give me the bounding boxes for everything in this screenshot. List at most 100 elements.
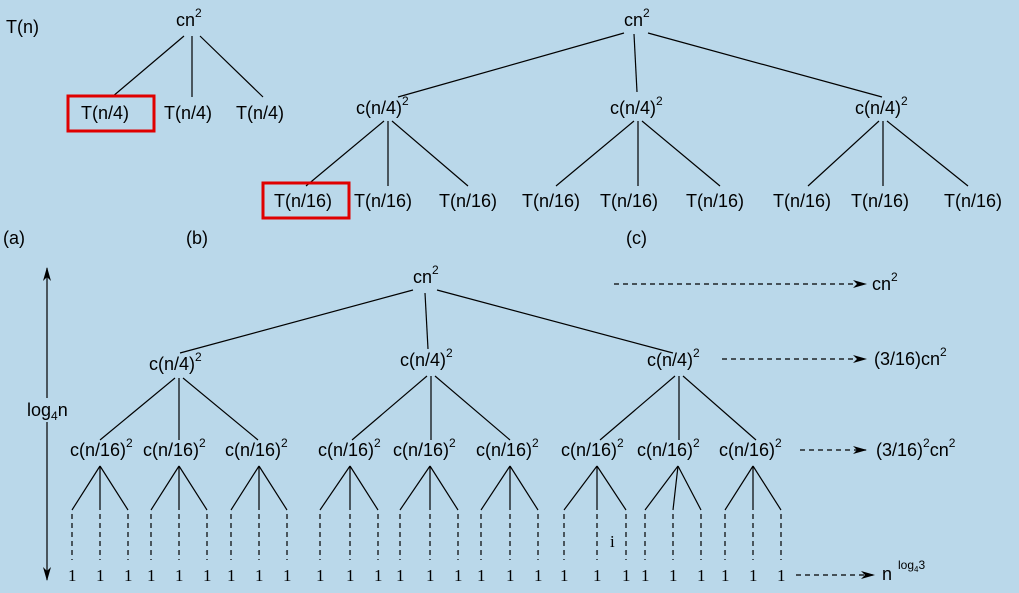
leaf-one: 1 (346, 566, 355, 585)
leaf-one: 1 (283, 566, 292, 585)
leaf-fan-edge (677, 465, 702, 511)
leaf-one: 1 (255, 566, 264, 585)
tree-c-edge (807, 120, 880, 187)
leaf-one: 1 (68, 566, 77, 585)
tree-c-leaf: T(n/16) (522, 191, 580, 211)
tree-d-level1-node: c(n/4)2 (149, 350, 202, 374)
leaf-one: 1 (669, 566, 678, 585)
leaf-one: 1 (477, 566, 486, 585)
leaf-one: 1 (96, 566, 105, 585)
highlight-box-b (66, 94, 156, 133)
tree-c-leaf: T(n/16) (600, 191, 658, 211)
leaf-fan-edge (752, 465, 782, 511)
leaf-fan-edge (724, 465, 754, 511)
tree-d-level2-node: c(n/16)2 (318, 436, 381, 460)
tree-c-leaf: T(n/16) (686, 191, 744, 211)
leaf-one: 1 (147, 566, 156, 585)
highlight-box-c (261, 181, 351, 220)
leaf-fan-edge (399, 465, 431, 511)
tree-b-child: T(n/4) (164, 103, 212, 123)
tree-c-level1-node: c(n/4)2 (610, 94, 663, 118)
tree-d-level2-node: c(n/16)2 (637, 436, 700, 460)
tree-c-edge (647, 32, 883, 98)
tree-d-edge (434, 375, 511, 441)
leaf-fan-edge (429, 465, 459, 511)
tree-b-edge (199, 35, 264, 98)
leaf-fan-edge (319, 465, 351, 511)
leaf-fan-edge (71, 465, 101, 511)
tree-c-edge (633, 33, 638, 93)
leaf-fan-edge (509, 465, 539, 511)
tree-b-root: cn2 (176, 6, 202, 30)
leaf-fan-edges (71, 465, 782, 560)
leaf-one: 1 (749, 566, 758, 585)
leaf-fan-edge (349, 465, 379, 511)
tree-c-leaf: T(n/16) (439, 191, 497, 211)
tree-c-leaf: T(n/16) (773, 191, 831, 211)
leaf-fan-edge (480, 465, 511, 511)
leaf-one: 1 (454, 566, 463, 585)
tree-d-level2-node: c(n/16)2 (225, 436, 288, 460)
tree-c-edge (391, 120, 469, 187)
tree-d-level1-node: c(n/4)2 (647, 346, 700, 370)
tree-d-edge (99, 377, 176, 441)
leaf-one: 1 (316, 566, 325, 585)
tree-d-level2-node: c(n/16)2 (561, 436, 624, 460)
tree-d-level2-node: c(n/16)2 (143, 436, 206, 460)
leaf-one: 1 (721, 566, 730, 585)
tree-b-child: T(n/4) (236, 103, 284, 123)
tree-c-edge (641, 120, 721, 187)
tree-d-edge (599, 375, 676, 441)
tree-b-child: T(n/4) (81, 103, 129, 123)
leaf-one: 1 (175, 566, 184, 585)
leaf-fan-edge (644, 465, 679, 511)
tree-d-edge (436, 289, 674, 354)
leaf-one: 1 (641, 566, 650, 585)
leaf-fan-edge (150, 465, 180, 511)
leaf-fan-edge (258, 465, 288, 511)
part-label-c: (c) (626, 228, 647, 248)
tree-c-level1-node: c(n/4)2 (855, 94, 908, 118)
tree-c-leaf: T(n/16) (944, 191, 1002, 211)
tree-c-leaf: T(n/16) (354, 191, 412, 211)
tree-c-edge (555, 120, 635, 187)
tree-d-edge (682, 375, 757, 441)
leaf-fan-edge (672, 465, 679, 511)
cost-level-0: cn2 (872, 270, 898, 294)
tree-c-leaf: T(n/16) (851, 191, 909, 211)
leaf-fan-edge (230, 465, 260, 511)
tree-c-edge (397, 32, 625, 98)
leaf-fan-edge (178, 465, 208, 511)
tree-d-level2-node: c(n/16)2 (70, 436, 133, 460)
tree-d-root: cn2 (413, 263, 439, 287)
part-label-a: (a) (3, 228, 25, 248)
leaf-marker: i (610, 532, 615, 551)
leaf-one: 1 (560, 566, 569, 585)
leaf-one: 1 (203, 566, 212, 585)
tree-c-root: cn2 (624, 6, 650, 30)
tree-d-level2-node: c(n/16)2 (393, 436, 456, 460)
leaf-one: 1 (426, 566, 435, 585)
leaf-one: 1 (506, 566, 515, 585)
leaf-one: 1 (534, 566, 543, 585)
tree-d-edge (424, 292, 429, 350)
height-label: log4n (27, 400, 68, 423)
tree-a-root: T(n) (6, 17, 39, 37)
leaf-fan-edge (596, 465, 627, 511)
tree-c-edge (886, 120, 969, 187)
part-label-b: (b) (186, 228, 208, 248)
leaf-one: 1 (396, 566, 405, 585)
leaf-one: 1 (593, 566, 602, 585)
leaf-one: 1 (227, 566, 236, 585)
leaf-one: 1 (777, 566, 786, 585)
tree-d-edge (182, 377, 259, 441)
tree-d-level2-node: c(n/16)2 (719, 436, 782, 460)
leaf-fan-edge (563, 465, 598, 511)
tree-d-level2-node: c(n/16)2 (476, 436, 539, 460)
tree-c-leaf: T(n/16) (274, 191, 332, 211)
leaf-one: 1 (697, 566, 706, 585)
